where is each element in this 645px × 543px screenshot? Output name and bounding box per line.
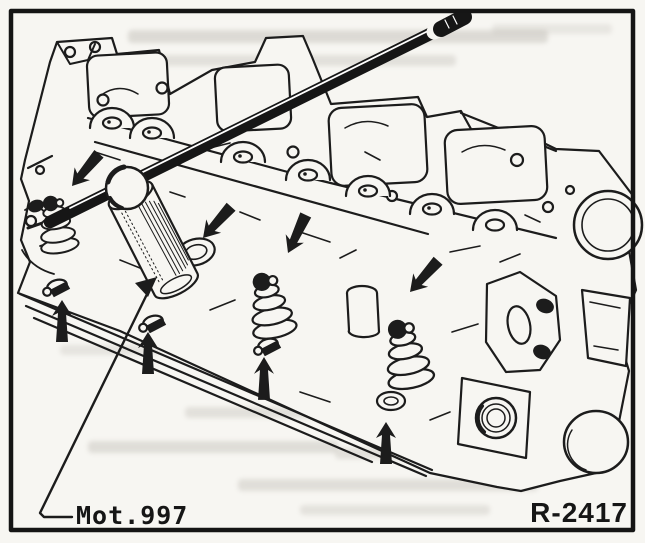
tool-leader-line (38, 277, 157, 519)
rail-bracket-1 (42, 278, 71, 298)
threaded-oil-hole (456, 376, 532, 460)
up-arrow-icon-4 (376, 422, 396, 464)
bleed-through-smudge (300, 505, 490, 515)
valve-lifter-3 (386, 319, 436, 391)
figure-reference-code: R-2417 (530, 497, 628, 528)
lifter-wells (176, 237, 381, 339)
tool-ball-knuckle (104, 164, 150, 211)
down-arrow-icon-4 (410, 256, 443, 292)
up-arrow-icon-2 (138, 332, 158, 374)
bleed-through-smudge (238, 479, 538, 491)
up-arrow-icon-3 (254, 357, 274, 400)
tool-knurled-cap (433, 9, 472, 37)
port-arches (88, 106, 519, 232)
valve-lifter-2 (251, 272, 298, 340)
sketch-dashes (94, 142, 541, 421)
rail-bracket-2 (138, 314, 167, 334)
tool-label: Mot.997 (76, 501, 189, 530)
down-arrow-icon-2 (203, 202, 236, 238)
down-arrow-icon-3 (285, 212, 312, 253)
tool-mot997 (43, 9, 472, 300)
bleed-through-smudge (88, 441, 338, 453)
figure-border (8, 8, 636, 533)
side-bracket (580, 288, 632, 368)
bleed-through-smudge (492, 24, 612, 34)
indicator-arrows (52, 149, 443, 464)
up-arrow-icon-1 (52, 300, 72, 342)
front-lug (56, 40, 102, 65)
rail-boss-4 (375, 390, 407, 412)
lifting-bracket (484, 270, 562, 374)
rail-bracket-3 (253, 337, 282, 357)
core-plug (562, 409, 630, 475)
down-arrow-icon-1 (72, 149, 104, 186)
